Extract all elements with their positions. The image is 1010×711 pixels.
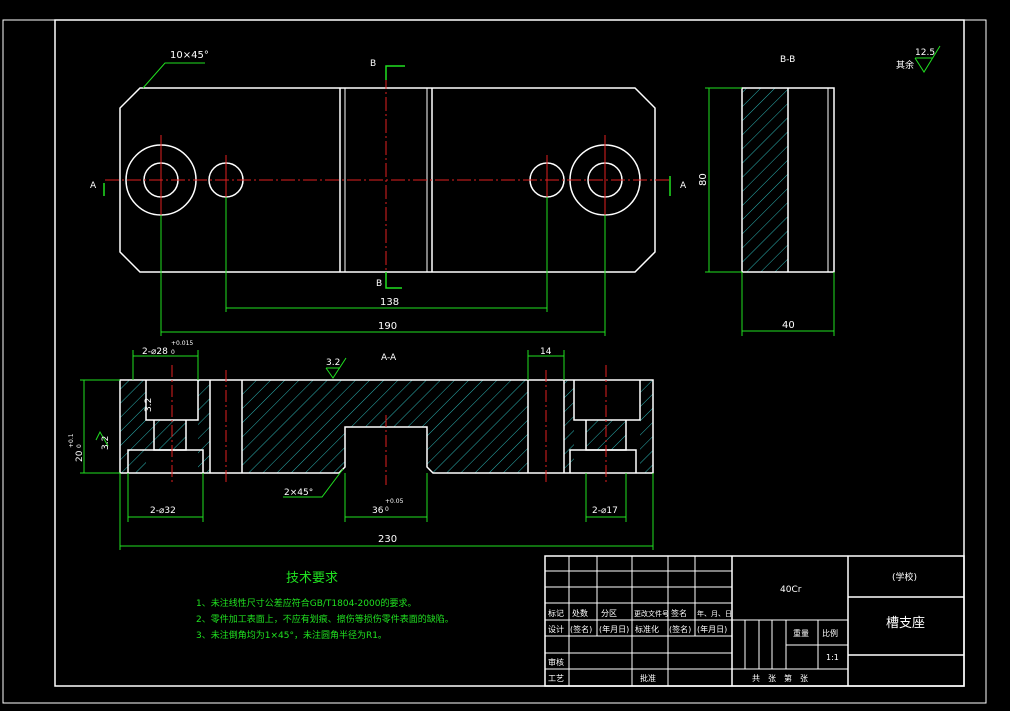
roughness-corner-label: 其余: [896, 59, 914, 71]
dim-total: 230: [378, 534, 397, 545]
dim-40: 40: [782, 320, 795, 331]
roughness-left-face: 3.2: [101, 436, 111, 450]
chamfer-note: 10×45°: [170, 50, 209, 61]
scale-label: 比例: [822, 628, 838, 638]
sheets-text: 共 张 第 张: [752, 673, 808, 683]
title-block: [544, 555, 965, 687]
roughness-corner-symbol: 其余 12.5: [896, 45, 941, 73]
section-view-title: A-A: [381, 353, 397, 363]
standardization-label: 标准化: [635, 624, 659, 634]
dim-138: 138: [380, 297, 399, 308]
dim-190: 190: [378, 321, 397, 332]
side-view-hatch: [742, 88, 788, 272]
school: (学校): [892, 571, 917, 583]
tech-requirement-2: 2、零件加工表面上，不应有划痕、擦伤等损伤零件表面的缺陷。: [196, 613, 454, 625]
standardization-date: (年月日): [697, 624, 727, 634]
row-header-date: 年、月、日: [697, 609, 732, 618]
dim-bore-32: 2-⌀32: [150, 506, 176, 516]
row-header-sign: 签名: [671, 608, 687, 618]
roughness-left-bore: 3.2: [144, 398, 154, 412]
section-view-outline: [119, 379, 654, 474]
design-label: 设计: [548, 624, 564, 634]
roughness-corner-value: 12.5: [915, 48, 935, 58]
outer-frame: [2, 19, 987, 704]
section-b-bottom: B: [376, 279, 382, 289]
tech-requirements-title: 技术要求: [286, 571, 338, 586]
weight-label: 重量: [793, 628, 809, 638]
dim-slot-top: 14: [540, 347, 552, 357]
part-name: 槽支座: [886, 616, 925, 631]
dim-counterbore: 2-⌀28: [142, 347, 168, 357]
process-label: 工艺: [548, 674, 564, 683]
tech-requirement-3: 3、未注倒角均为1×45°，未注圆角半径为R1。: [196, 629, 387, 641]
row-header-count: 处数: [572, 608, 588, 618]
dim-counterbore-tol-upper: +0.015: [171, 340, 193, 347]
scale-value: 1:1: [826, 653, 839, 662]
side-view: B-B 80 40: [698, 55, 835, 336]
inner-frame: [54, 19, 965, 687]
row-header-zone: 分区: [601, 609, 617, 618]
dim-counterbore-tol-lower: 0: [171, 349, 175, 356]
review-label: 审核: [548, 657, 564, 667]
side-view-title: B-B: [780, 55, 795, 65]
standardization-sign: (签名): [669, 624, 691, 634]
section-view: A-A 3.2 3.2: [68, 340, 654, 550]
roughness-top: 3.2: [326, 358, 340, 368]
dim-chamfer: 2×45°: [284, 488, 313, 498]
dim-height-tol-lower: 0: [76, 444, 83, 448]
dim-80: 80: [698, 173, 709, 186]
dim-slot-tol-lower: 0: [385, 506, 389, 513]
row-header-change-doc: 更改文件号: [634, 609, 669, 618]
dim-slot: 36: [372, 506, 384, 516]
tech-requirements: 技术要求 1、未注线性尺寸公差应符合GB/T1804-2000的要求。 2、零件…: [196, 571, 454, 641]
approve-label: 批准: [640, 673, 656, 683]
dim-height-tol-upper: +0.1: [68, 433, 75, 448]
section-a-left: A: [90, 181, 97, 191]
top-view-outline: [119, 87, 656, 273]
section-b-top: B: [370, 59, 376, 69]
design-sign: (签名): [570, 624, 592, 634]
row-header-mark: 标记: [548, 608, 564, 618]
dim-height: 20: [75, 450, 85, 462]
material: 40Cr: [780, 585, 802, 595]
dim-bore-17: 2-⌀17: [592, 506, 618, 516]
title-block-text: 40Cr (学校) 槽支座 标记 处数 分区 更改文件号 签名 年、月、日 设计…: [548, 571, 925, 683]
dim-slot-tol-upper: +0.05: [385, 498, 404, 505]
design-date: (年月日): [599, 624, 629, 634]
top-view: 10×45° B B A A 138 190: [90, 50, 687, 336]
section-a-right: A: [680, 181, 687, 191]
tech-requirement-1: 1、未注线性尺寸公差应符合GB/T1804-2000的要求。: [196, 597, 416, 609]
